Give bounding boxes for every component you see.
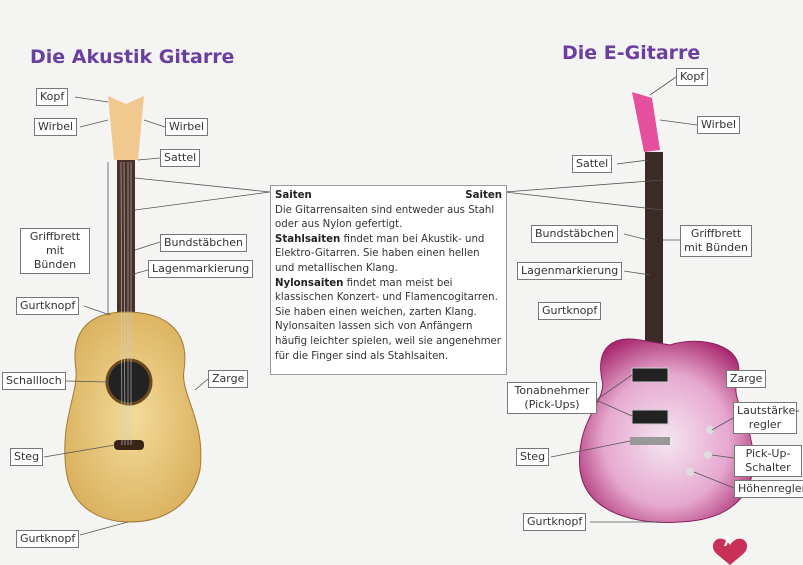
heart-icon: [712, 538, 748, 565]
label-e-pickup-schalter: Pick-Up-Schalter: [734, 445, 802, 477]
steel-text: findet man bei Akustik- und Elektro-Gita…: [275, 233, 485, 274]
label-lagenmarkierung: Lagenmarkierung: [148, 260, 254, 278]
label-wirbel-left: Wirbel: [34, 118, 78, 136]
label-schallloch: Schallloch: [2, 372, 66, 390]
electric-title: Die E-Gitarre: [562, 42, 701, 64]
info-heading-left: Saiten: [275, 190, 312, 201]
label-e-steg: Steg: [516, 448, 550, 466]
leader-lines: [43, 76, 746, 536]
electric-guitar: [579, 92, 754, 523]
label-e-griffbrett: Griffbrett mit Bünden: [680, 225, 752, 257]
label-e-zarge: Zarge: [726, 370, 767, 388]
label-zarge: Zarge: [208, 370, 249, 388]
label-steg: Steg: [10, 448, 44, 466]
label-e-kopf: Kopf: [676, 68, 709, 86]
nylon-text: findet man meist bei klassischen Konzert…: [275, 277, 501, 362]
label-wirbel-right: Wirbel: [165, 118, 209, 136]
label-e-lautstaerke: Lautstärke-regler: [733, 402, 799, 434]
acoustic-title: Die Akustik Gitarre: [30, 46, 235, 68]
page-number: 7: [722, 535, 732, 550]
info-steel: Stahlsaiten findet man bei Akustik- und …: [275, 233, 502, 277]
label-e-bundstaebchen: Bundstäbchen: [531, 225, 618, 243]
label-e-wirbel: Wirbel: [697, 116, 741, 134]
info-nylon: Nylonsaiten findet man meist bei klassis…: [275, 277, 502, 365]
acoustic-guitar: [64, 96, 202, 523]
steel-term: Stahlsaiten: [275, 233, 341, 245]
label-griffbrett: Griffbrett mit Bünden: [20, 228, 90, 274]
info-heading-right: Saiten: [465, 190, 502, 201]
strings-info-box: Saiten Saiten Die Gitarrensaiten sind en…: [270, 185, 507, 375]
label-e-lagenmarkierung: Lagenmarkierung: [517, 262, 623, 280]
label-e-gurtknopf-bottom: Gurtknopf: [523, 513, 587, 531]
label-gurtknopf-top: Gurtknopf: [16, 297, 80, 315]
nylon-term: Nylonsaiten: [275, 277, 344, 289]
label-gurtknopf-bottom: Gurtknopf: [16, 530, 80, 548]
label-bundstaebchen: Bundstäbchen: [160, 234, 247, 252]
label-e-tonabnehmer: Tonabnehmer (Pick-Ups): [507, 382, 597, 414]
label-e-hoehenregler: Höhenregler: [734, 480, 803, 498]
label-e-gurtknopf-top: Gurtknopf: [538, 302, 602, 320]
info-intro: Die Gitarrensaiten sind entweder aus Sta…: [275, 204, 495, 231]
label-kopf: Kopf: [36, 88, 69, 106]
label-sattel: Sattel: [160, 149, 201, 167]
label-e-sattel: Sattel: [572, 155, 613, 173]
